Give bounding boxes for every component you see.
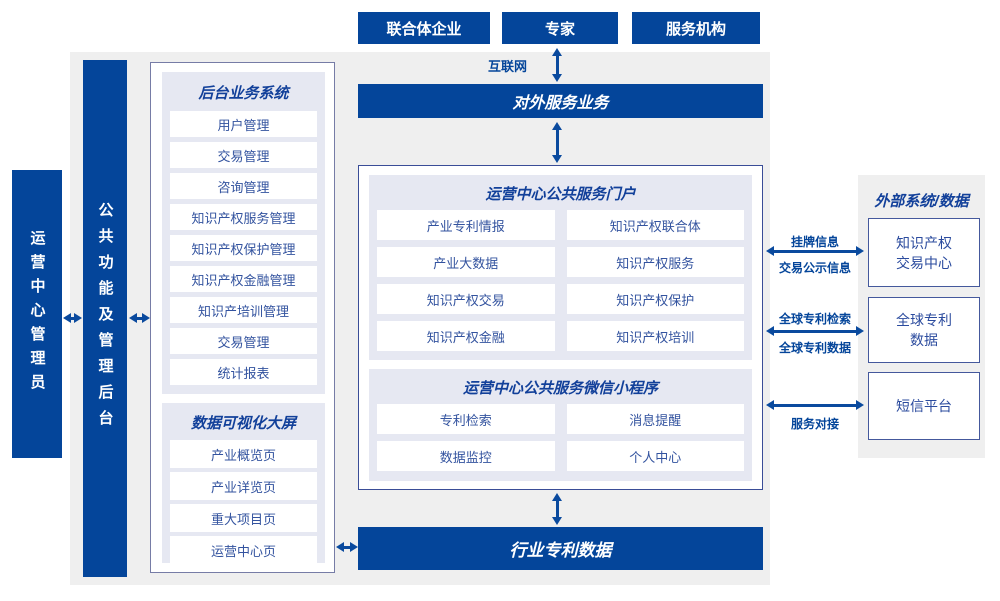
arrow-backend-to-leftbox — [129, 313, 150, 323]
link1-bottom-label: 交易公示信息 — [778, 261, 851, 275]
arrow-link1 — [766, 246, 864, 256]
actor-experts-label: 专家 — [544, 20, 575, 38]
link2-bottom-label: 全球专利数据 — [778, 341, 851, 355]
external-box-sms: 短信平台 — [868, 372, 980, 440]
external-box-global-patent-line2: 数据 — [910, 332, 938, 348]
backend-item: 知识产培训管理 — [170, 297, 317, 323]
arrow-leftbox-to-patent-data — [336, 542, 358, 552]
dashboard-item: 重大项目页 — [170, 504, 317, 532]
arrow-internet-vertical — [552, 48, 562, 82]
miniprogram-title: 运营中心公共服务微信小程序 — [462, 380, 658, 397]
actor-experts-box: 专家 — [502, 12, 618, 44]
external-box-ip-exchange-line1: 知识产权 — [896, 234, 952, 251]
industry-patent-bar-label: 行业专利数据 — [509, 541, 612, 560]
arrow-portal-to-patent-data — [552, 493, 562, 525]
actor-consortium-box: 联合体企业 — [358, 12, 490, 44]
portal-panel: 运营中心公共服务门户 产业专利情报 知识产权联合体 产业大数据 知识产权服务 知… — [369, 175, 752, 360]
dashboard-panel: 数据可视化大屏 产业概览页 产业详览页 重大项目页 运营中心页 — [162, 403, 325, 564]
miniprogram-item: 数据监控 — [377, 441, 555, 471]
external-panel-title: 外部系统/数据 — [874, 193, 969, 210]
portal-item: 知识产权培训 — [566, 321, 744, 351]
external-box-global-patent: 全球专利 数据 — [868, 297, 980, 363]
external-service-bar-label: 对外服务业务 — [512, 95, 609, 112]
dashboard-item: 运营中心页 — [170, 536, 317, 564]
actor-service-agencies-label: 服务机构 — [665, 20, 726, 38]
portal-item: 知识产权联合体 — [566, 210, 744, 240]
dashboard-item: 产业详览页 — [170, 472, 317, 500]
backend-item: 咨询管理 — [170, 173, 317, 199]
backend-item: 知识产权金融管理 — [170, 266, 317, 292]
external-box-global-patent-line1: 全球专利 — [896, 312, 952, 328]
link3-bottom-label: 服务对接 — [790, 417, 839, 431]
central-services-box: 运营中心公共服务门户 产业专利情报 知识产权联合体 产业大数据 知识产权服务 知… — [358, 165, 763, 490]
backend-item: 用户管理 — [170, 111, 317, 137]
arrow-link2 — [766, 326, 864, 336]
backend-item: 交易管理 — [170, 328, 317, 354]
backend-item: 知识产权保护管理 — [170, 235, 317, 261]
miniprogram-grid: 专利检索 消息提醒 数据监控 个人中心 — [369, 398, 752, 471]
portal-item: 产业大数据 — [377, 247, 555, 277]
operation-admin-label: 运营中心管理员 — [28, 230, 46, 398]
miniprogram-item: 个人中心 — [566, 441, 744, 471]
backend-item: 统计报表 — [170, 359, 317, 385]
backend-system-panel: 后台业务系统 用户管理 交易管理 咨询管理 知识产权服务管理 知识产权保护管理 … — [162, 72, 325, 394]
portal-item: 知识产权金融 — [377, 321, 555, 351]
portal-item: 产业专利情报 — [377, 210, 555, 240]
industry-patent-bar: 行业专利数据 — [358, 527, 763, 570]
miniprogram-panel: 运营中心公共服务微信小程序 专利检索 消息提醒 数据监控 个人中心 — [369, 369, 752, 481]
actor-consortium-label: 联合体企业 — [386, 20, 462, 38]
arrow-bar-to-portal — [552, 122, 562, 163]
dashboard-title: 数据可视化大屏 — [190, 415, 296, 432]
arrow-admin-to-backend — [63, 313, 82, 323]
external-box-ip-exchange: 知识产权 交易中心 — [868, 218, 980, 287]
portal-item: 知识产权保护 — [566, 284, 744, 314]
link1-top-label: 挂牌信息 — [790, 235, 839, 249]
public-functions-bar: 公共功能及管理后台 — [83, 60, 127, 577]
actor-service-agencies-box: 服务机构 — [632, 12, 760, 44]
miniprogram-item: 消息提醒 — [566, 404, 744, 434]
portal-item: 知识产权交易 — [377, 284, 555, 314]
portal-grid: 产业专利情报 知识产权联合体 产业大数据 知识产权服务 知识产权交易 知识产权保… — [369, 204, 752, 351]
external-service-bar: 对外服务业务 — [358, 84, 763, 118]
internet-label: 互联网 — [488, 59, 528, 74]
backend-item: 知识产权服务管理 — [170, 204, 317, 230]
backend-item: 交易管理 — [170, 142, 317, 168]
public-functions-label: 公共功能及管理后台 — [96, 201, 114, 436]
left-systems-box: 后台业务系统 用户管理 交易管理 咨询管理 知识产权服务管理 知识产权保护管理 … — [150, 62, 335, 573]
link2-top-label: 全球专利检索 — [778, 312, 851, 326]
external-box-ip-exchange-line2: 交易中心 — [896, 254, 952, 271]
dashboard-item: 产业概览页 — [170, 440, 317, 468]
portal-item: 知识产权服务 — [566, 247, 744, 277]
portal-title: 运营中心公共服务门户 — [485, 186, 636, 203]
operation-admin-bar: 运营中心管理员 — [12, 170, 62, 458]
miniprogram-item: 专利检索 — [377, 404, 555, 434]
arrow-link3 — [766, 400, 864, 410]
backend-system-title: 后台业务系统 — [198, 85, 289, 102]
external-box-sms-line1: 短信平台 — [896, 398, 952, 414]
